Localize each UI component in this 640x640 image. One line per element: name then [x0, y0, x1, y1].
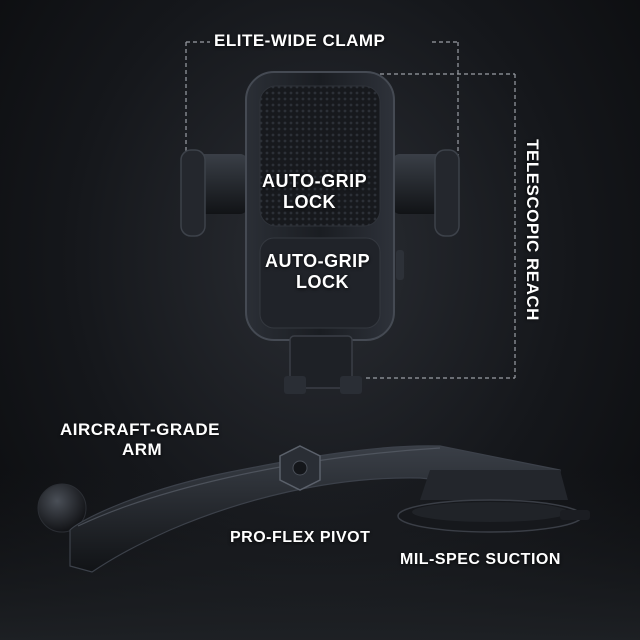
auto-grip-lock-label-top: AUTO-GRIP LOCK: [262, 171, 380, 212]
auto-grip-line-2: LOCK: [283, 191, 336, 212]
side-clamp-arms: [180, 149, 460, 237]
auto-grip-line-2: LOCK: [296, 271, 349, 292]
arm-highlight: [77, 447, 441, 527]
telescopic-stem: [284, 335, 362, 394]
telescopic-reach-label: TELESCOPIC REACH: [522, 139, 542, 321]
ball-joint: [37, 483, 87, 533]
reach-guide-lines: [366, 73, 516, 379]
pro-flex-pivot-label: PRO-FLEX PIVOT: [230, 529, 371, 546]
mil-spec-suction-label: MIL-SPEC SUCTION: [400, 551, 561, 568]
clamp-guide-lines: [185, 41, 459, 160]
suction-base: [397, 470, 590, 533]
phone-holder-body: [245, 71, 404, 341]
elite-wide-clamp-label: ELITE-WIDE CLAMP: [214, 31, 386, 50]
auto-grip-lock-label-bottom: AUTO-GRIP LOCK: [265, 251, 383, 292]
arm-label-line-1: AIRCRAFT-GRADE: [60, 420, 220, 439]
aircraft-grade-arm-label: AIRCRAFT-GRADE ARM: [60, 420, 220, 459]
arm-label-line-2: ARM: [122, 439, 163, 459]
auto-grip-line-1: AUTO-GRIP: [265, 251, 371, 271]
pivot-hex: [279, 445, 321, 491]
auto-grip-line-1: AUTO-GRIP: [262, 171, 368, 191]
